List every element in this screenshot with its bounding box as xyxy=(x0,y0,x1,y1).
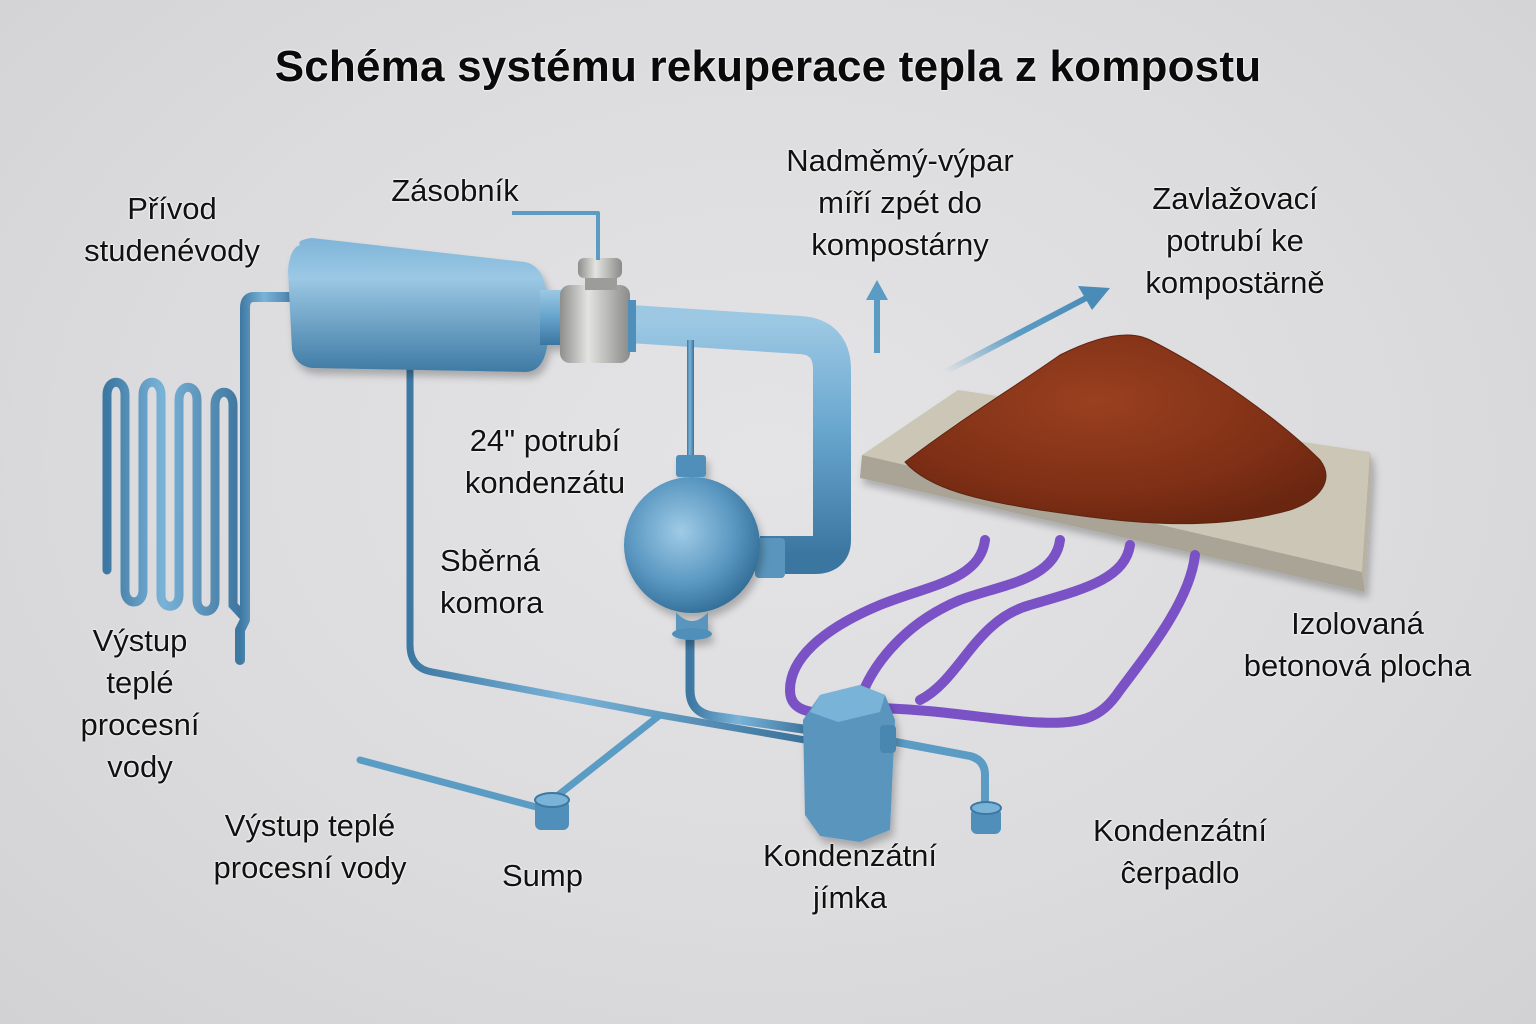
sump-branch-pipe xyxy=(548,711,664,804)
label-warm-water-outlet-bottom: Výstup teplé procesní vody xyxy=(185,805,435,889)
condensate-pipe-24in xyxy=(598,303,851,574)
label-line: 24" potrubí xyxy=(469,423,621,458)
condensate-pump xyxy=(803,685,896,842)
label-line: procesní vody xyxy=(213,850,407,885)
sump-vessel xyxy=(534,792,570,830)
chamber-outlet-pipe xyxy=(685,635,815,735)
label-line: kondenzátu xyxy=(464,465,626,500)
label-line: míří zpét do xyxy=(818,185,982,220)
chamber-feed-pipe xyxy=(687,340,694,460)
irrigation-arrow-icon xyxy=(942,286,1110,375)
label-line: betonová plocha xyxy=(1243,648,1472,683)
label-storage-tank: Zásobník xyxy=(375,170,535,212)
storage-tank xyxy=(288,238,580,372)
label-line: Sump xyxy=(502,858,583,893)
label-condensate-well: Kondenzátní jímka xyxy=(730,835,970,919)
label-line: teplé xyxy=(106,665,174,700)
label-excess-vapor: Nadměmý-výpar míří zpét do kompostárny xyxy=(745,140,1055,266)
label-condensate-pipe: 24" potrubí kondenzátu xyxy=(440,420,650,504)
diagram-title: Schéma systému rekuperace tepla z kompos… xyxy=(274,42,1262,91)
label-insulated-concrete-pad: Izolovaná betonová plocha xyxy=(1215,603,1500,687)
label-line: potrubí ke xyxy=(1166,223,1304,258)
label-line: Kondenzátní xyxy=(1092,813,1268,848)
label-sump: Sump xyxy=(480,855,605,897)
label-collection-chamber: Sběrná komora xyxy=(440,540,580,624)
label-line: komora xyxy=(440,585,544,620)
label-line: ĉerpadlo xyxy=(1120,855,1240,890)
label-line: studenévody xyxy=(84,233,260,268)
warm-water-outlet-pipe xyxy=(356,756,544,812)
label-line: Výstup teplé xyxy=(224,808,396,843)
label-warm-water-outlet-left: Výstup teplé procesní vody xyxy=(50,620,230,788)
steam-arrow-up-icon xyxy=(866,280,888,353)
label-line: Nadměmý-výpar xyxy=(786,143,1014,178)
valve-icon xyxy=(560,258,636,363)
heat-exchanger-coil xyxy=(102,377,250,623)
irrigation-distribution-pipes xyxy=(784,535,1200,728)
label-cold-water-inlet: Přívod studenévody xyxy=(62,188,282,272)
cold-water-inlet-pipe xyxy=(235,292,305,665)
label-line: jímka xyxy=(812,880,888,915)
label-line: Zavlažovací xyxy=(1152,181,1318,216)
tank-drain-pipe xyxy=(406,361,809,744)
label-line: Výstup xyxy=(92,623,188,658)
label-line: Přívod xyxy=(127,191,217,226)
pump-outlet-pipe xyxy=(881,736,989,814)
label-line: kompostärně xyxy=(1145,265,1325,300)
compost-pile xyxy=(904,334,1327,525)
label-line: procesní xyxy=(80,707,200,742)
collection-chamber xyxy=(624,455,760,640)
zasobnik-leader-line xyxy=(512,211,600,260)
label-irrigation-pipe: Zavlažovací potrubí ke kompostärně xyxy=(1105,178,1365,304)
label-line: Kondenzátní xyxy=(762,838,938,873)
label-condensate-pump: Kondenzátní ĉerpadlo xyxy=(1060,810,1300,894)
label-line: Sběrná xyxy=(440,543,540,578)
label-line: Zásobník xyxy=(391,173,519,208)
elbow-coupling xyxy=(755,538,785,578)
label-line: kompostárny xyxy=(811,227,989,262)
label-line: vody xyxy=(107,749,173,784)
label-line: Izolovaná xyxy=(1291,606,1424,641)
pump-foot xyxy=(970,801,1002,834)
